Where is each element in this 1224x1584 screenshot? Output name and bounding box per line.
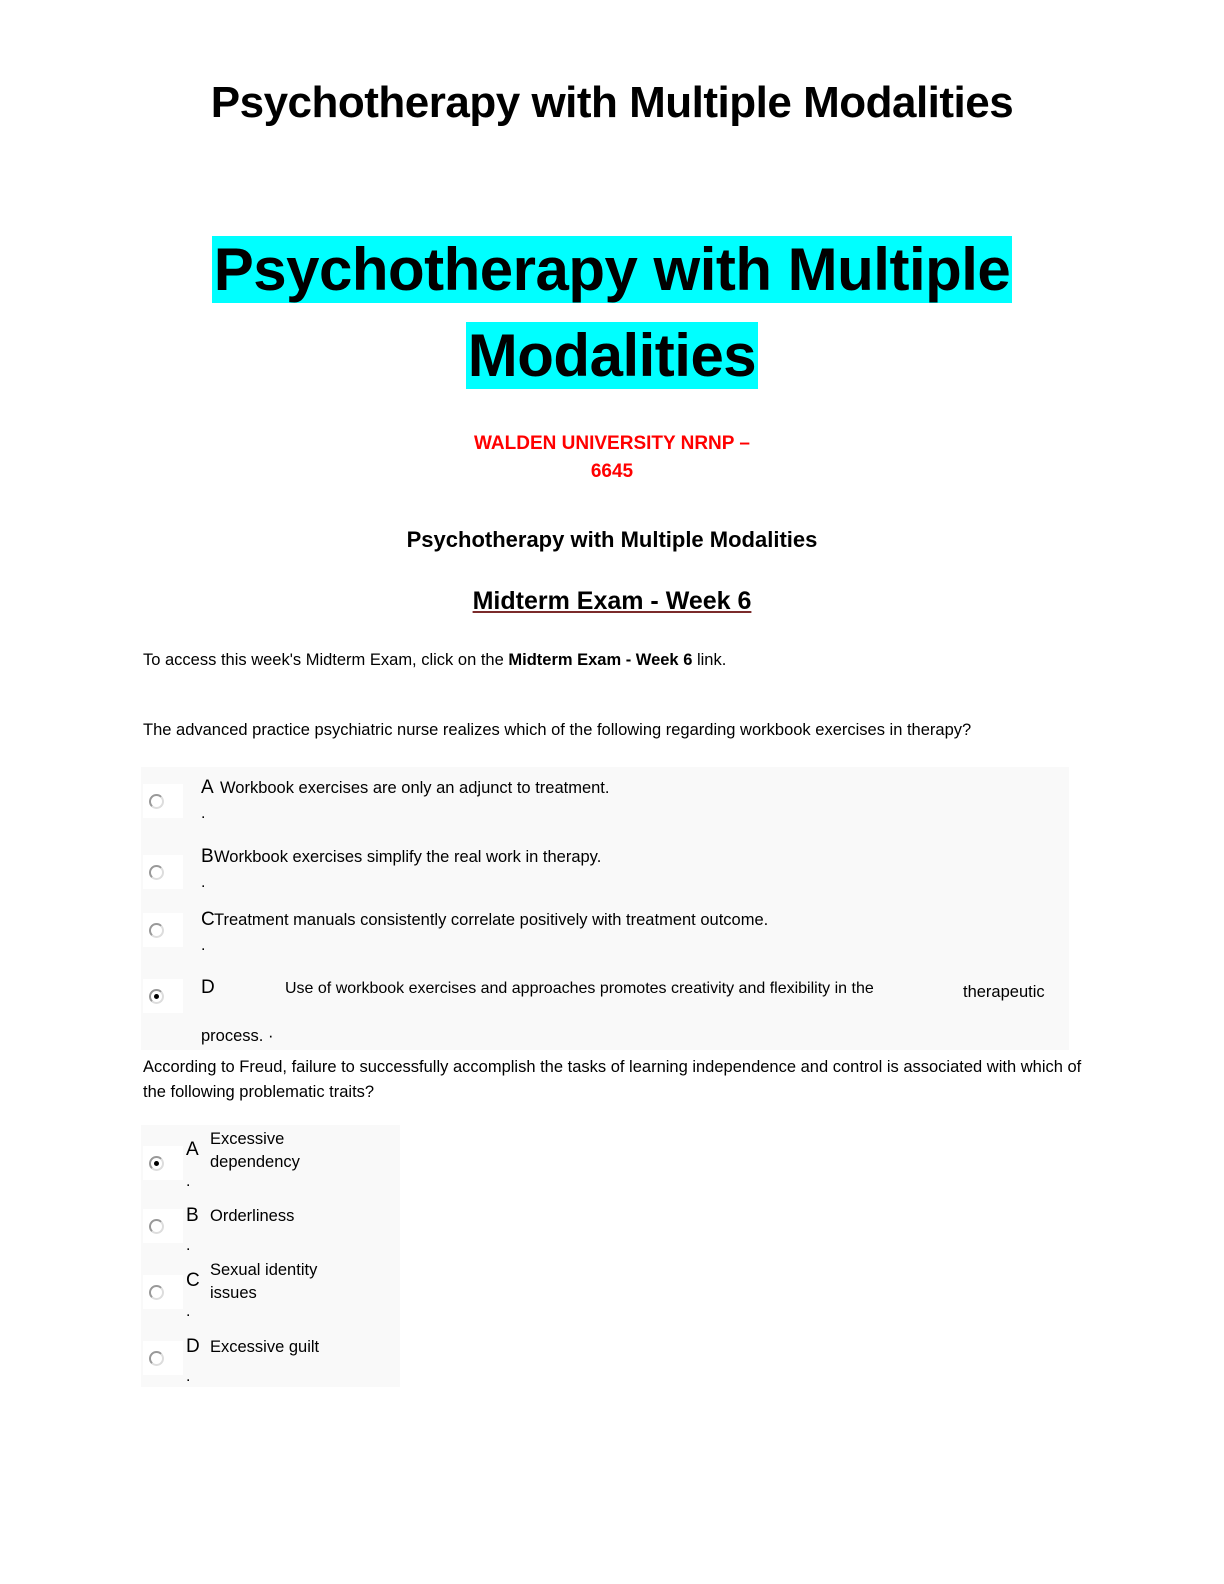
radio-icon: [149, 865, 164, 880]
exam-heading[interactable]: Midterm Exam - Week 6: [472, 587, 752, 615]
radio-option-a-selected[interactable]: [143, 1146, 183, 1180]
radio-option-b[interactable]: [143, 855, 183, 889]
option-c-text: Treatment manuals consistently correlate…: [214, 911, 769, 929]
radio-option-d[interactable]: [143, 1341, 183, 1375]
radio-option-a[interactable]: [143, 784, 183, 818]
radio-option-b[interactable]: [143, 1209, 183, 1243]
radio-icon: [149, 923, 164, 938]
highlighted-title-line-1: Psychotherapy with Multiple: [211, 236, 1013, 303]
subtitle: Psychotherapy with Multiple Modalities: [406, 527, 818, 552]
radio-selected-icon: [149, 1156, 164, 1171]
radio-option-c[interactable]: [143, 1275, 183, 1309]
question-2-options: A Excessive dependency . B Orderliness .…: [141, 1125, 400, 1387]
question-1-options: A Workbook exercises are only an adjunct…: [141, 767, 1069, 1050]
option-a-text: Workbook exercises are only an adjunct t…: [220, 779, 610, 797]
radio-icon: [149, 1285, 164, 1300]
radio-option-c[interactable]: [143, 913, 183, 947]
radio-icon: [149, 1351, 164, 1366]
radio-icon: [149, 1219, 164, 1234]
question-1-text: The advanced practice psychiatric nurse …: [143, 721, 972, 739]
exam-link-text[interactable]: Midterm Exam - Week 6: [508, 651, 693, 669]
university-label: WALDEN UNIVERSITY NRNP – 6645: [474, 433, 750, 482]
option-d-text: Use of workbook exercises and approaches…: [285, 980, 874, 997]
question-2-text: According to Freud, failure to successfu…: [143, 1058, 1082, 1101]
radio-option-d-selected[interactable]: [143, 979, 183, 1013]
option-b-text: Workbook exercises simplify the real wor…: [214, 848, 602, 866]
highlighted-title-line-2: Modalities: [465, 322, 759, 389]
intro-text: To access this week's Midterm Exam, clic…: [143, 651, 727, 669]
radio-icon: [149, 794, 164, 809]
radio-selected-icon: [149, 989, 164, 1004]
document-title: Psychotherapy with Multiple Modalities: [210, 78, 1014, 127]
